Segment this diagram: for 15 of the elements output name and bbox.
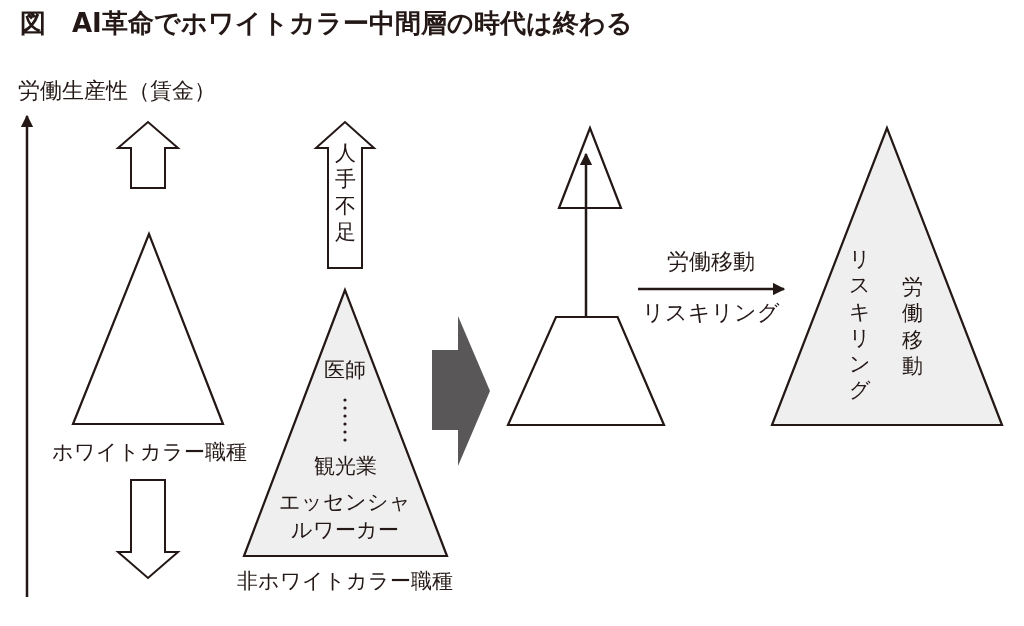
arrow-label: リスキリング bbox=[642, 302, 780, 324]
job-label: 非ホワイトカラー職種 bbox=[237, 571, 453, 592]
edge-label: 労働移動 bbox=[667, 251, 755, 273]
arrow-label: 人手不足 bbox=[334, 140, 357, 245]
vertical-label: リスキリング bbox=[849, 246, 872, 404]
job-label: ホワイトカラー職種 bbox=[51, 442, 247, 463]
vertical-label: 労働移動 bbox=[901, 274, 924, 379]
job-label: エッセンシャルワーカー bbox=[278, 489, 412, 545]
arrow bbox=[579, 152, 593, 316]
arrow bbox=[638, 282, 786, 296]
block-arrow bbox=[432, 316, 490, 466]
axis-label: 労働生産性（賃金） bbox=[18, 80, 216, 102]
job-label: 医師 bbox=[324, 360, 366, 381]
title: 図 AI革命でホワイトカラー中間層の時代は終わる bbox=[20, 10, 633, 36]
job-label: 観光業 bbox=[313, 456, 377, 477]
